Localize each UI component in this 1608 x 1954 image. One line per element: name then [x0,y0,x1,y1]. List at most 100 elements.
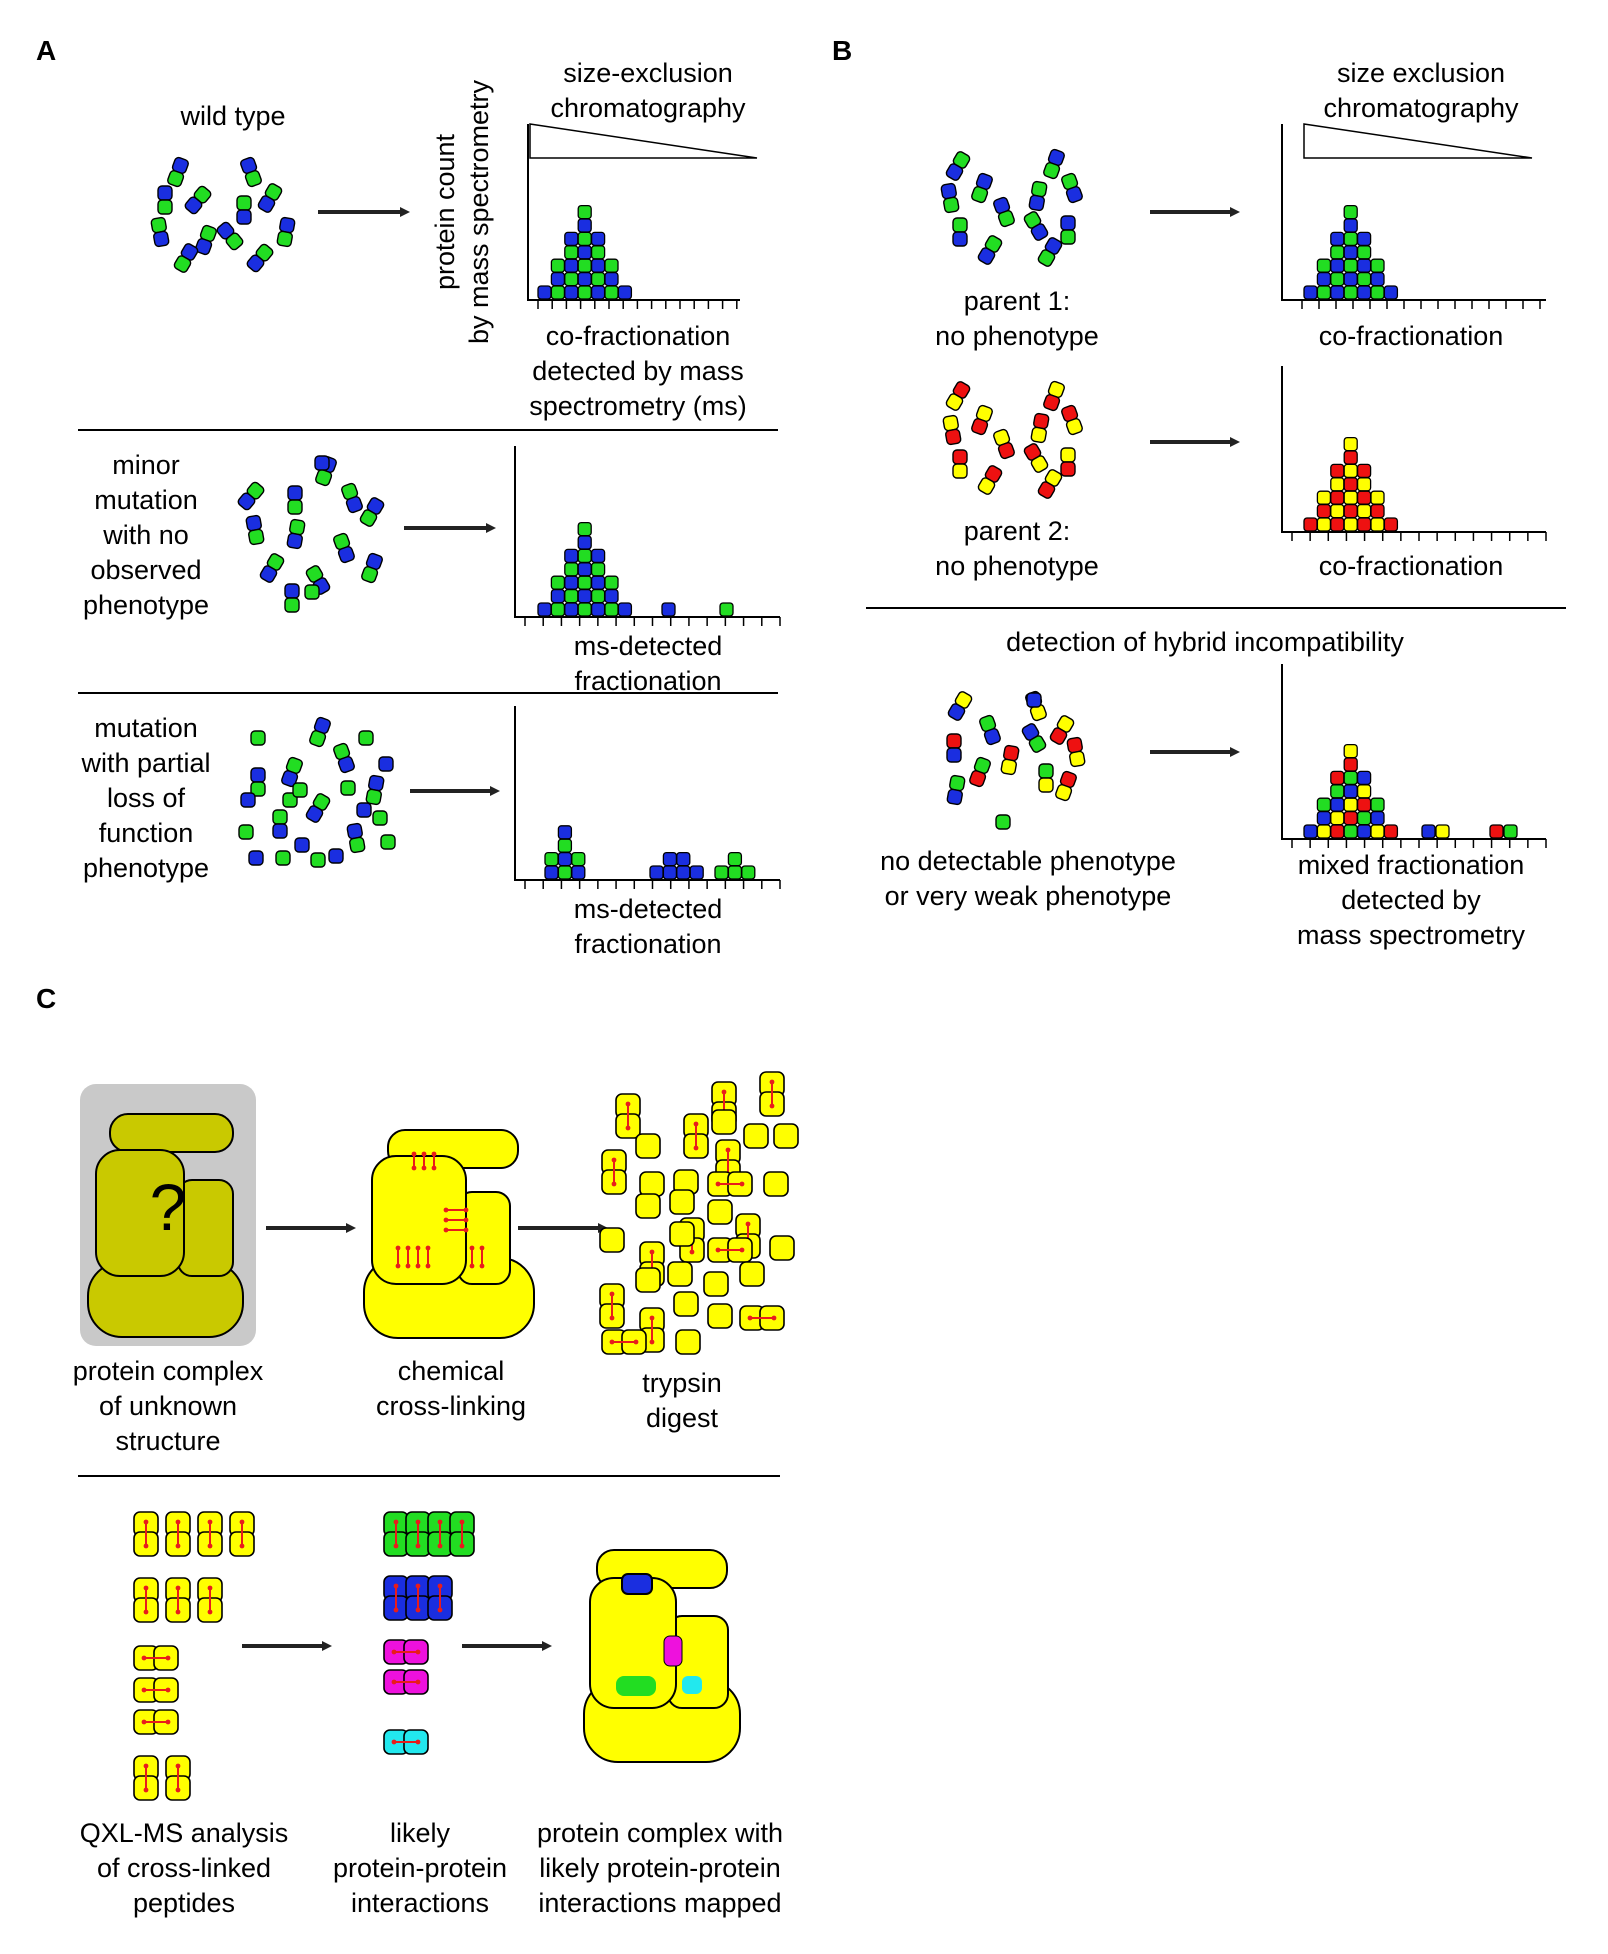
minor-mutation-protein-pair-b [287,499,303,515]
hybrid-protein-pair-b [1055,784,1073,802]
digest-crosslinked-pair-vertical-dot [649,1315,655,1321]
crosslinking-label-2: cross-linking [376,1391,526,1421]
partial-mutation-protein-pair [333,742,355,774]
parent1-protein-pair [945,151,971,181]
qxl-crosslinked-pair-horizontal-dot [165,1719,171,1725]
chart-a2-cell [564,602,579,617]
chart-a1-cell [564,258,579,273]
chart-b1-cell [1356,258,1372,273]
digest-crosslinked-pair-horizontal-dot [633,1339,639,1345]
chart-a1-cell [577,285,592,300]
chart-b3-cell [1370,824,1385,839]
chart-a3-peak3-cell [714,865,729,880]
digest-crosslinked-pair-vertical-dot [693,1121,699,1127]
wild-type-protein-pair-a [236,195,252,211]
digest-crosslinked-pair-horizontal-dot [715,1247,721,1253]
chart-b3-cell [1343,797,1358,812]
mapped-label-2: likely protein-protein [539,1853,781,1883]
partial-mutation-protein-pair-b [365,788,382,806]
hybrid-protein-pair-b [1049,727,1068,745]
chart-a2-cell [550,602,566,617]
chart-b3-cell [1343,757,1358,772]
trypsin-label-2: digest [646,1403,719,1433]
digest-peptide [599,1227,625,1253]
digest-crosslinked-pair-vertical-dot [649,1339,655,1345]
partial-label-2: with partial [80,748,210,778]
interaction-group-green-dot [415,1543,421,1549]
minor-mutation-protein-pair-b [361,566,379,584]
parent1-protein-pair-b [945,163,964,181]
chart-a3-peak2-cell [689,865,704,880]
interaction-group-magenta-dot [391,1679,397,1685]
parent2-protein-pair-b [977,477,996,495]
minor-label-2: mutation [94,485,198,515]
parent1-protein-pair-a [952,217,968,233]
crosslink-bottom-left-dot [425,1263,431,1269]
chart-a1-cell [617,285,633,300]
parent2-protein-pair-b [1030,455,1049,473]
chart-b2-cell [1343,503,1358,519]
minor-mutation-protein-pair-a [284,583,300,599]
chart-a3-peak1-cell [557,865,573,880]
xlabel-b1: co-fractionation [1319,321,1504,351]
wild-type-protein-pair-b [157,199,173,215]
partial-mutation-protein-pair-b [305,805,324,823]
parent1-protein-pair-b [1028,194,1045,212]
digest-crosslinked-pair-vertical-dot [611,1181,617,1187]
xlabel-b3-2: detected by [1341,885,1481,915]
minor-mutation-protein-pair [341,482,363,514]
partial-mutation-monomer [238,824,254,840]
wild-type-protein-pair [236,195,252,225]
chart-a2-cell [577,588,592,604]
chart-b1-cell [1343,285,1358,300]
minor-mutation-protein-pair-b [248,528,265,546]
parent2-protein-pair [1060,447,1076,477]
chart-a1-cell [564,285,579,300]
minor-mutation-monomer [304,584,320,600]
partial-mutation-monomer [250,730,266,746]
chart-a2-cell [590,548,606,564]
chart-b2-cell [1383,517,1399,532]
minor-mutation-protein-pair [361,552,383,584]
chart-a1-cell [577,218,592,233]
chart-b2-cell [1356,490,1372,505]
chart-b3-cell [1330,824,1345,839]
chart-a1-cell [577,271,592,287]
digest-crosslinked-pair-vertical-dot [649,1249,655,1255]
chart-a1-cell [577,204,592,220]
hybrid-label-2: or very weak phenotype [885,881,1172,911]
chart-b2-cell [1343,517,1358,532]
parent2-protein-pair-b [945,393,964,411]
chart-b2-cell [1303,517,1318,532]
parent1-protein-pair [993,196,1015,228]
qxl-crosslinked-pair-dot [239,1519,245,1525]
parent2-protein-pair [1061,404,1083,436]
wild-type-protein-pair-b [184,196,203,215]
partial-mutation-monomer [358,730,374,746]
minor-mutation-monomer [314,455,330,471]
parent2-protein-pair [952,449,968,479]
chart-b1-cell [1383,285,1399,300]
partial-mutation-protein-pair [305,793,331,823]
chart-a3-peak3-cell [727,851,743,867]
partial-mutation-protein-pair [346,822,366,854]
chart-b1-cell [1370,271,1385,287]
qxl-crosslinked-pair-horizontal-dot [141,1719,147,1725]
parent1-protein-pair-b [952,231,968,247]
chart-b1-cell [1370,285,1385,300]
minor-mutation-protein-pair-b [286,532,303,550]
trypsin-label-1: trypsin [642,1368,722,1398]
hybrid-protein-pair [1066,736,1086,768]
parent2-protein-pair-a [1060,447,1076,463]
chart-a1-cell [577,231,592,247]
digest-crosslinked-pair-vertical-dot [609,1315,615,1321]
qxl-crosslinked-pair-dot [175,1787,181,1793]
crosslinking-label-1: chemical [398,1356,505,1386]
mw-gradient-a [529,123,758,159]
digest-peptide [707,1303,733,1329]
chart-a3-peak3-cell [741,865,756,880]
chart-a2-cell [577,548,592,564]
chart-b3-outlier [1503,824,1518,839]
wild-type-protein-pair-b [246,254,265,273]
